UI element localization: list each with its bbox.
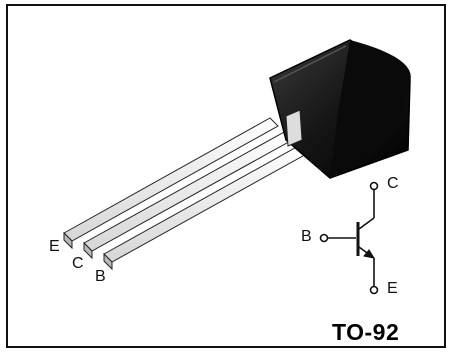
lead-c	[83, 130, 295, 260]
emitter-arrow	[363, 249, 376, 259]
lead-e	[63, 117, 279, 250]
lead-label-c: C	[72, 255, 84, 272]
lead-label-e: E	[49, 238, 60, 255]
emitter-terminal	[369, 285, 379, 295]
base-terminal	[319, 233, 329, 243]
collector-terminal	[369, 181, 379, 191]
npn-transistor-symbol	[319, 181, 379, 295]
lead-label-b: B	[95, 268, 106, 285]
package-title: TO-92	[332, 319, 400, 345]
symbol-label-emitter: E	[387, 280, 398, 297]
symbol-label-collector: C	[387, 175, 399, 192]
transistor-body	[269, 39, 411, 179]
symbol-label-base: B	[301, 228, 312, 245]
